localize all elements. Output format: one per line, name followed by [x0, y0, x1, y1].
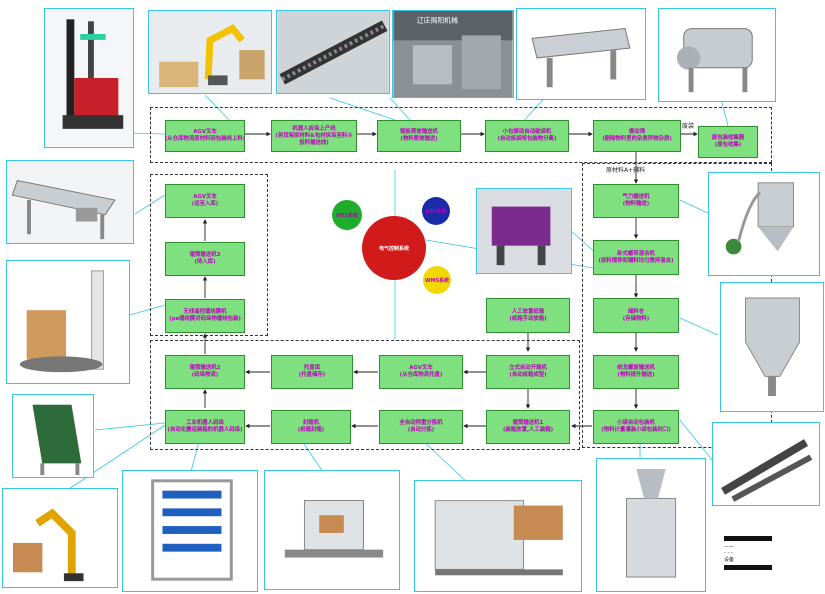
legend-dashed: - - - — [724, 550, 733, 556]
erp-system-node: ERP系统 — [422, 197, 450, 225]
chain-conveyor-photo — [276, 10, 390, 94]
box-roller-conveyor-3: 辊筒输送机3(待入库) — [165, 242, 245, 276]
wms-system-node: WMS系统 — [423, 266, 451, 294]
box-agv-forklift-pallet: AGV叉车(从仓库物流托盘) — [379, 355, 463, 389]
mixer-photo — [476, 188, 572, 274]
box-waste-collector: 废包装收集器(废包收集) — [698, 126, 758, 158]
hopper-photo — [720, 282, 824, 412]
electric-control-hub: 电气控制系统 — [362, 216, 426, 280]
box-robot-palletizing: 工业机器人码垛(自动化搬运装箱的机器人码垛) — [165, 410, 245, 444]
box-chain-conveyor: 链板爬坡输送机(物料爬坡输送) — [377, 120, 461, 152]
belt-conveyor-photo — [12, 394, 94, 478]
storage-boundary — [150, 174, 268, 336]
box-pneumatic-conveyor: 气力输送机(物料输送) — [593, 184, 679, 218]
box-case-erector: 立式自动开箱机(自动纸箱成型) — [486, 355, 570, 389]
box-screw-conveyor: 绞龙螺旋输送机(物料提升输送) — [593, 355, 679, 389]
waste-collector-photo — [658, 8, 776, 102]
box-stretch-wrapper: 无线遥控缠绕膜机(pe缠绕膜对码垛物缠绕包装) — [165, 299, 245, 333]
box-weight-sorter: 全自动称重分拣机(自动分拣) — [379, 410, 463, 444]
waste-bag-note: 废袋 — [682, 123, 695, 130]
case-erector-photo — [414, 480, 582, 592]
pallet-rack-photo — [122, 470, 258, 592]
dust-collector-photo — [708, 172, 820, 276]
packing-machine-photo — [596, 458, 706, 592]
workshop-photo: 辽庄揭阳机械 — [392, 10, 514, 98]
stretch-wrapper-photo — [6, 260, 130, 384]
mes-system-node: MES系统 — [332, 200, 362, 230]
box-roller-conveyor-1: 辊筒输送机1(装箱放置,人工装箱) — [486, 410, 570, 444]
screw-conveyor-photo — [712, 422, 820, 506]
outbound-line-boundary — [150, 340, 580, 450]
box-manual-carton: 人工放置纸箱(纸箱手动放箱) — [486, 298, 570, 333]
packaging-line-boundary — [150, 107, 772, 163]
box-agv-forklift-inbound: AGV叉车(从仓库物流原材料到包装线上料) — [165, 120, 245, 152]
box-storage-bin: 储料仓(存储物料) — [593, 298, 679, 333]
legend-solid: —— — [724, 544, 734, 550]
box-bag-breaker: 小包振动自动破袋机(自动拆袋将包装物分离) — [485, 120, 569, 152]
box-pallet-storage: 托盘库(托盘储存) — [271, 355, 353, 389]
box-pouch-packer: 小袋自动包装机(物料计量灌装小袋包装封口) — [593, 410, 679, 444]
material-note: 原材料A+辅料 — [606, 167, 646, 174]
box-ribbon-mixer: 卧式螺带混合机(原料搅拌和辅料均匀搅拌混合) — [593, 240, 679, 275]
svg-text:辽庄揭阳机械: 辽庄揭阳机械 — [417, 16, 458, 25]
agv-forklift-photo — [44, 8, 134, 148]
box-case-sealer: 封箱机(纸箱封箱) — [271, 410, 351, 444]
robot-depalletizer-photo — [148, 10, 272, 94]
case-sealer-photo — [264, 470, 400, 590]
roller-conveyor-photo — [6, 160, 134, 244]
palletizer-robot-photo — [2, 488, 118, 588]
box-agv-forklift-warehouse: AGV叉车(运至入库) — [165, 184, 245, 218]
box-vibrating-screen: 振动筛(剔除物料里的杂质异物杂质) — [593, 120, 681, 152]
box-roller-conveyor-2: 辊筒输送机2(码垛物流) — [165, 355, 245, 389]
legend-device: 设备 — [724, 557, 735, 563]
legend: —— - - - 设备 — [724, 536, 772, 584]
box-robot-depalletizing: 机器人拆垛上产线(将货架原材料&包材拆垛至料斗投料输送线) — [271, 120, 357, 152]
vibrating-screen-photo — [516, 8, 646, 100]
